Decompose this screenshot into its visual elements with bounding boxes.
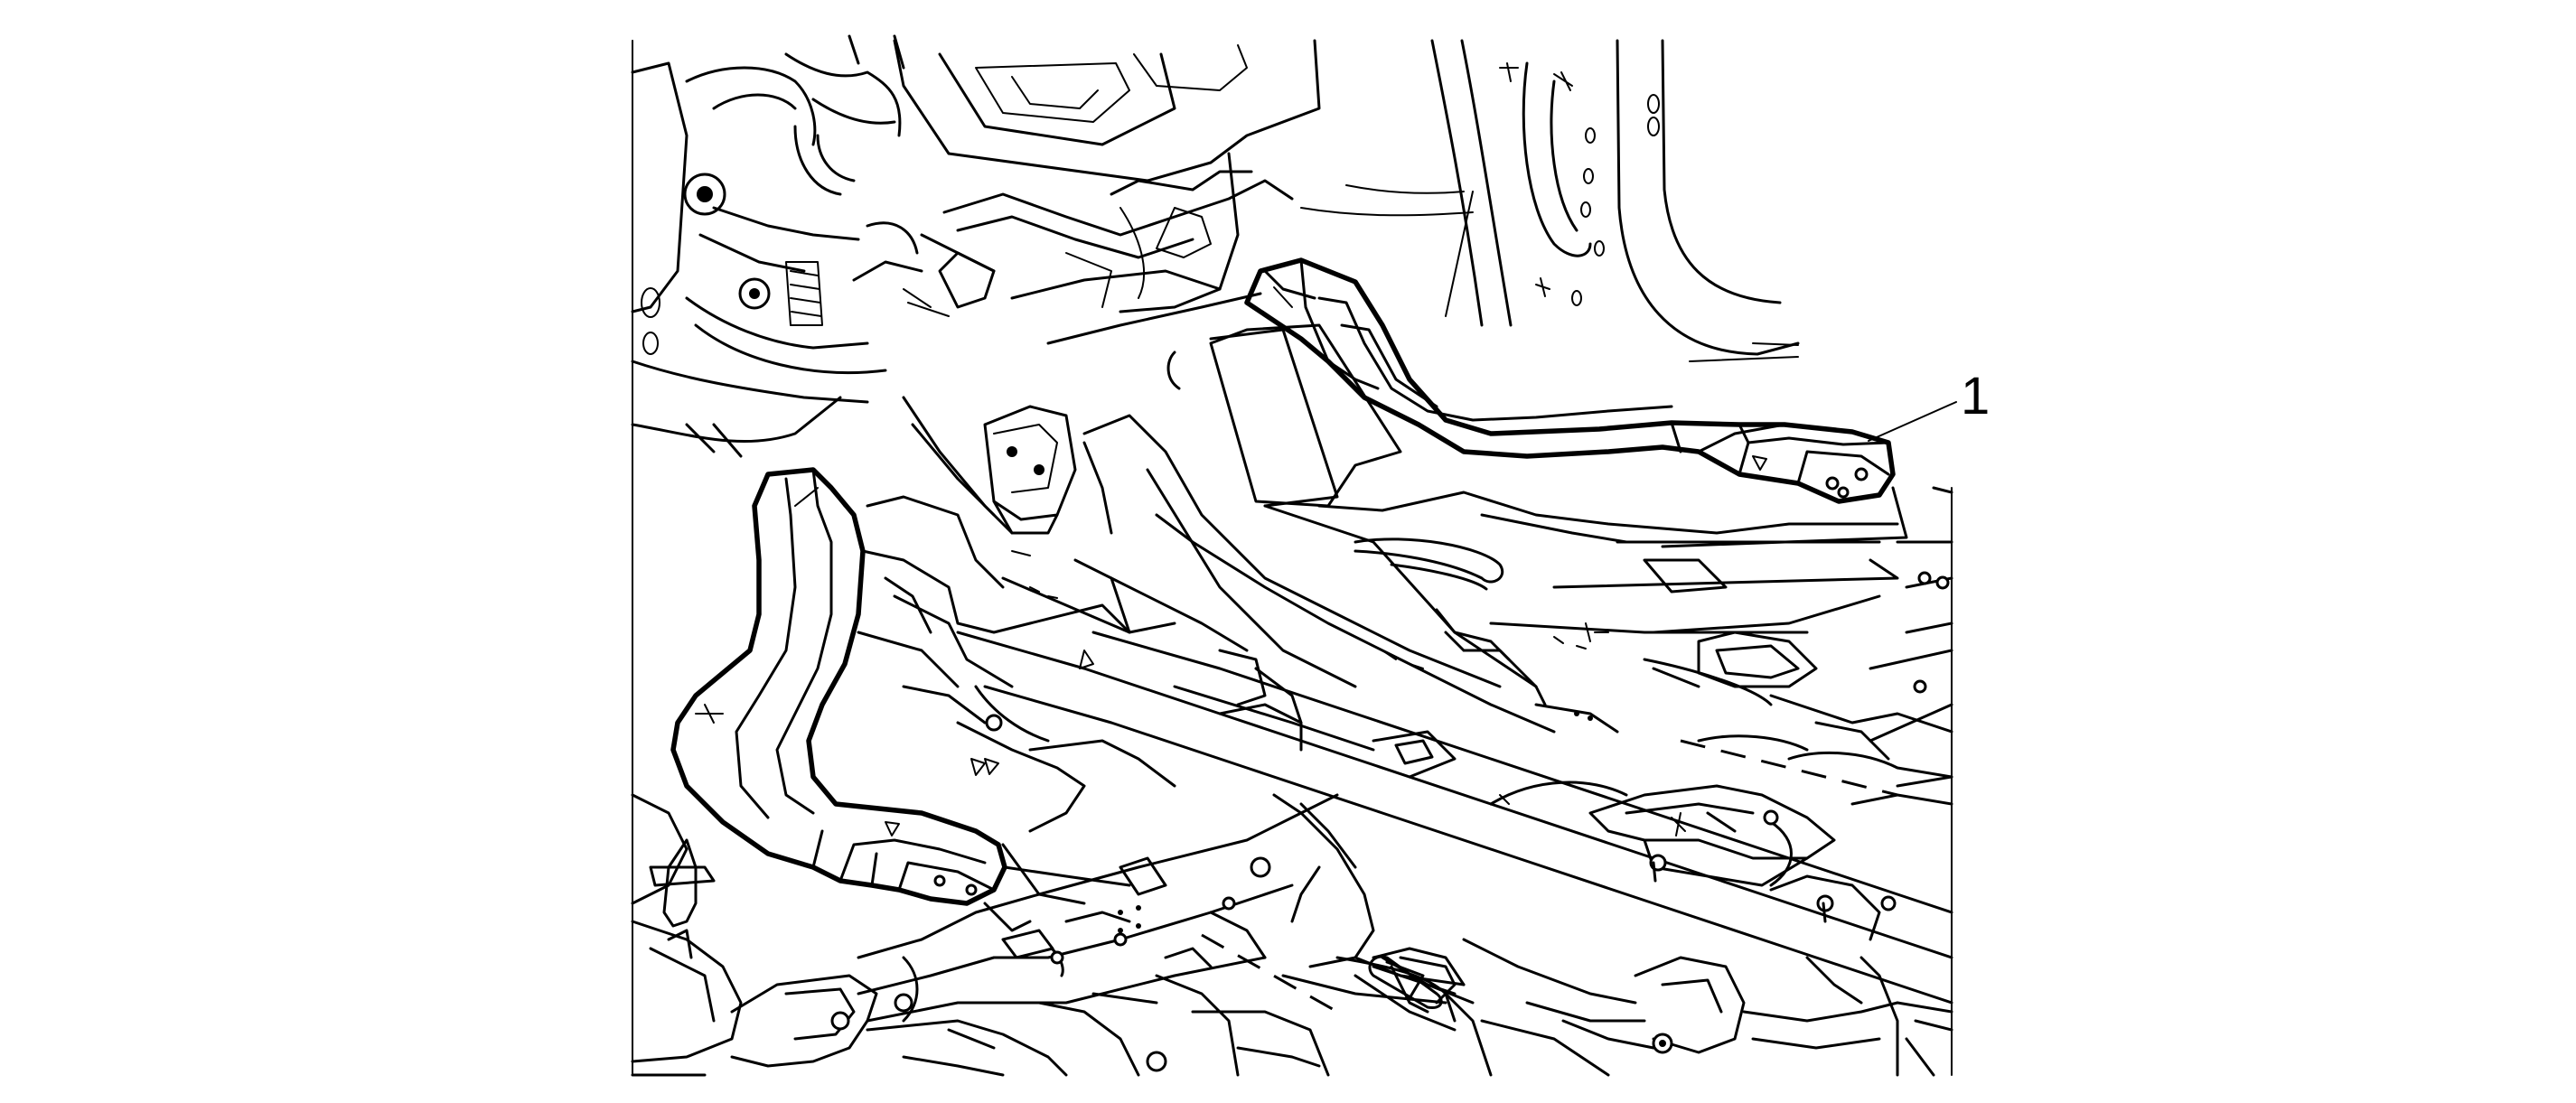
rear-floor-duct-left (670, 467, 1007, 906)
floor-slot (1368, 955, 1443, 1010)
callout-1-leader (1868, 401, 1957, 442)
rear-floor-duct-right (1244, 257, 1896, 504)
body-side-pillar (1300, 39, 1800, 362)
pedal-bracket (902, 396, 1131, 634)
engine-bay (631, 34, 923, 458)
callout-1: 1 (1868, 367, 1990, 442)
center-lines (1201, 739, 1898, 1014)
floor-insulator (1166, 323, 1908, 548)
floor-panel (1001, 328, 1899, 734)
left-foreground (631, 793, 1330, 1077)
left-floor-pan (857, 495, 1176, 905)
hvac-module (893, 39, 1321, 345)
lower-cross-member (857, 793, 1466, 1023)
fastener-marks (984, 550, 1593, 933)
floor-frame-rails (1335, 938, 1953, 1077)
callout-1-label: 1 (1961, 367, 1990, 425)
rear-cross-member (1588, 486, 1953, 941)
